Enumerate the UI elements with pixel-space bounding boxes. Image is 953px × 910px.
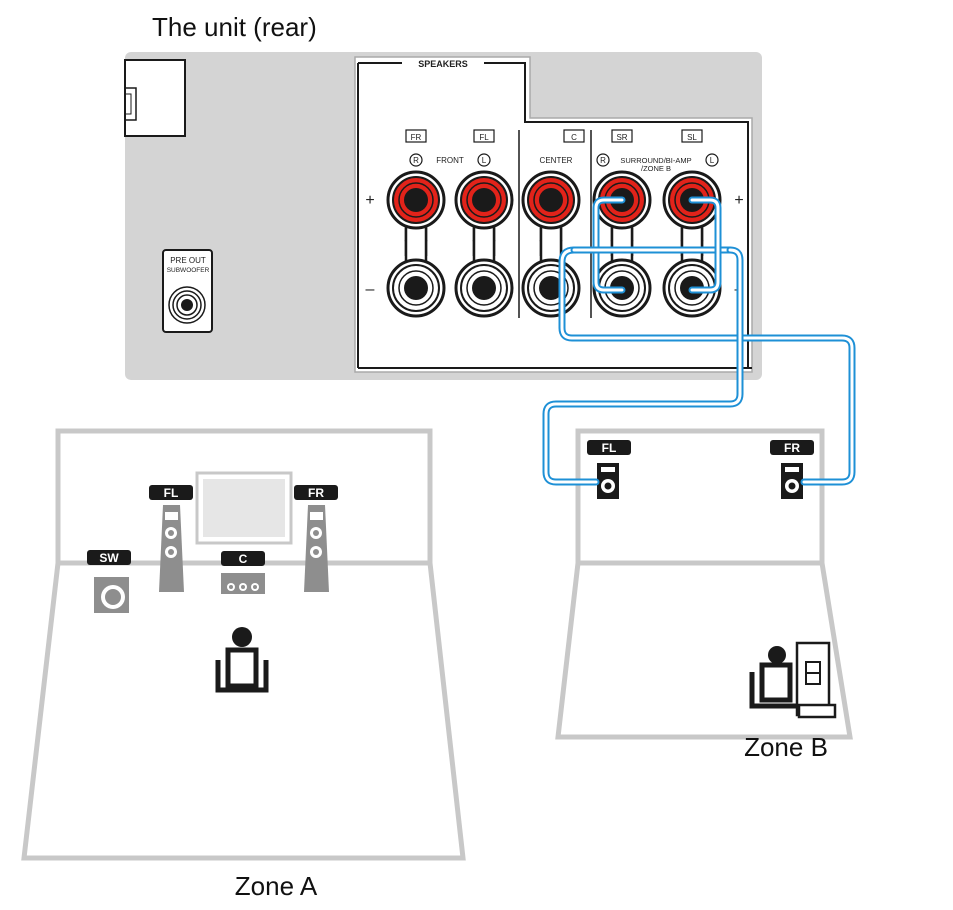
zone-b-label: Zone B	[744, 732, 828, 762]
zone-a-room: FL FR C	[21, 428, 466, 901]
zone-a-subwoofer: SW	[87, 550, 131, 613]
channel-badge-fr-text: FR	[411, 133, 422, 142]
zone-a-front-right-speaker: FR	[294, 485, 338, 592]
surround-right-marker-text: R	[600, 156, 606, 165]
rear-panel: PRE OUT SUBWOOFER SPEAKERS FR FL	[124, 52, 762, 380]
surround-left-marker-text: L	[710, 156, 715, 165]
terminal-fl-minus	[454, 258, 514, 318]
terminal-c-plus	[521, 170, 581, 230]
pre-out-label: PRE OUT	[170, 256, 206, 265]
cable-sr-to-zone-b-fr	[558, 196, 856, 486]
channel-badge-fl-text: FL	[479, 133, 489, 142]
zone-b-fr-badge: FR	[784, 441, 800, 455]
top-left-port	[124, 59, 186, 137]
channel-badge-sl-text: SL	[687, 133, 697, 142]
center-group-label: CENTER	[540, 156, 573, 165]
zone-b-fl-badge: FL	[602, 441, 617, 455]
zone-b-group-label: /ZONE B	[641, 164, 671, 173]
surround-left-marker: L	[705, 153, 719, 167]
plus-sign-left: +	[365, 192, 374, 209]
zone-b-room: FL FR Zone B	[555, 428, 853, 762]
front-left-marker: L	[477, 153, 491, 167]
plus-sign-right: +	[734, 192, 743, 209]
zone-a-front-left-speaker: FL	[149, 485, 193, 592]
channel-badge-sr-text: SR	[616, 133, 627, 142]
channel-badge-fr: FR	[405, 129, 427, 143]
zone-b-listener-icon	[749, 646, 796, 709]
zone-a-fl-badge: FL	[164, 486, 179, 500]
terminal-fl-plus	[454, 170, 514, 230]
pre-out-subwoofer-jack: PRE OUT SUBWOOFER	[162, 249, 213, 333]
zone-a-sw-badge: SW	[99, 551, 119, 565]
zone-a-center-speaker: C	[221, 551, 265, 594]
zone-a-label: Zone A	[235, 871, 318, 901]
minus-sign-left: –	[366, 281, 375, 298]
zone-a-fr-badge: FR	[308, 486, 324, 500]
cable-sl-to-zone-b-fl	[542, 196, 744, 486]
page-title: The unit (rear)	[152, 12, 317, 42]
channel-badge-c-text: C	[571, 133, 577, 142]
channel-badge-sl: SL	[681, 129, 703, 143]
subwoofer-out-label: SUBWOOFER	[167, 267, 210, 274]
tv-icon	[195, 471, 293, 545]
front-left-marker-text: L	[482, 156, 487, 165]
surround-right-marker: R	[596, 153, 610, 167]
zone-b-door-icon	[795, 641, 837, 719]
zone-a-c-badge: C	[239, 552, 248, 566]
zone-a-listener-icon	[215, 627, 269, 693]
speakers-header: SPEAKERS	[418, 59, 468, 69]
front-right-marker: R	[409, 153, 423, 167]
channel-badge-c: C	[563, 129, 585, 143]
terminal-fr-plus	[386, 170, 446, 230]
terminal-c-minus	[521, 258, 581, 318]
zone-b-front-left-speaker: FL	[587, 440, 631, 499]
front-group-label: FRONT	[436, 156, 464, 165]
speaker-cables	[542, 196, 856, 486]
surround-group-label: SURROUND/BI-AMP	[620, 156, 691, 165]
channel-badge-fl: FL	[473, 129, 495, 143]
front-right-marker-text: R	[413, 156, 419, 165]
terminal-fr-minus	[386, 258, 446, 318]
channel-badge-sr: SR	[611, 129, 633, 143]
zone-b-front-right-speaker: FR	[770, 440, 814, 499]
speaker-terminal-block: SPEAKERS FR FL C SR SL	[354, 56, 753, 373]
